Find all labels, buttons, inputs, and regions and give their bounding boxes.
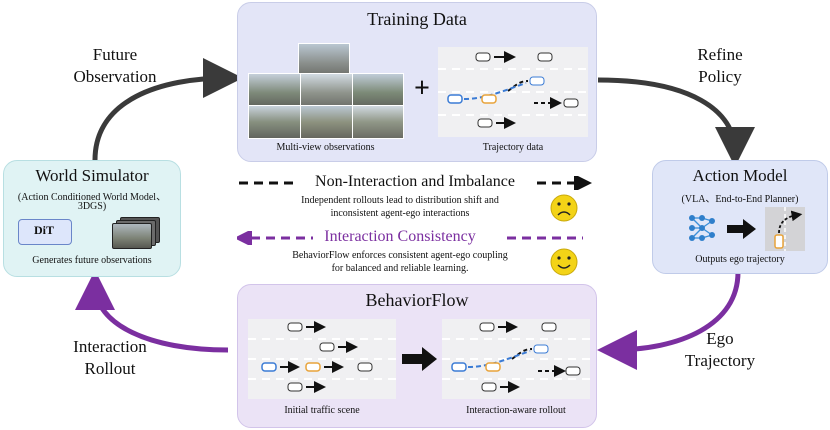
world-simulator-caption: Generates future observations — [32, 255, 152, 266]
trajectory-data-caption: Trajectory data — [482, 142, 544, 153]
camera-view-image — [248, 73, 302, 109]
action-model-subtitle: (VLA、End-to-End Planner) — [681, 194, 799, 205]
ego-trajectory-line1: Ego — [706, 329, 734, 348]
refine-policy-arrow — [597, 77, 755, 167]
agent-car-icon — [305, 362, 321, 372]
camera-view-image — [300, 105, 354, 139]
training-data-panel: Training Data + Multi-view observations … — [237, 2, 597, 162]
car-icon — [475, 52, 491, 62]
interaction-rollout-line2: Rollout — [84, 359, 136, 378]
action-model-title: Action Model — [692, 166, 788, 185]
dit-label: DiT — [33, 223, 54, 237]
ego-car-icon — [774, 234, 784, 249]
ego-trajectory-label: Ego Trajectory — [670, 328, 770, 372]
dit-box — [18, 219, 72, 245]
car-icon — [529, 76, 545, 86]
world-simulator-title: World Simulator — [35, 166, 149, 185]
camera-view-image — [300, 73, 354, 109]
multi-view-caption: Multi-view observations — [276, 142, 375, 153]
ego-trajectory-line2: Trajectory — [684, 351, 756, 370]
ego-car-icon — [451, 362, 467, 372]
behaviorflow-panel: BehaviorFlow Initial traff — [237, 284, 597, 428]
car-icon — [563, 98, 579, 108]
initial-traffic-scene-diagram — [248, 319, 396, 399]
interaction-rollout-line1: Interaction — [73, 337, 147, 356]
camera-view-image — [298, 43, 350, 77]
refine-policy-line1: Refine — [697, 45, 743, 64]
agent-car-icon — [485, 362, 501, 372]
camera-view-image — [352, 73, 404, 109]
car-icon — [533, 344, 549, 354]
happy-face-icon — [550, 248, 578, 276]
ego-trajectory-arrow — [597, 271, 741, 370]
car-icon — [287, 382, 303, 392]
car-icon — [287, 322, 303, 332]
camera-view-image — [352, 105, 404, 139]
car-icon — [537, 52, 553, 62]
non-interaction-line — [239, 176, 592, 190]
car-icon — [481, 382, 497, 392]
future-observation-arrow — [92, 58, 243, 161]
output-arrow-icon — [727, 219, 756, 239]
car-icon — [319, 342, 335, 352]
trajectory-data-diagram — [438, 47, 588, 137]
consistency-title: Interaction Consistency — [324, 228, 476, 245]
interaction-aware-rollout-caption: Interaction-aware rollout — [466, 405, 566, 416]
action-model-caption: Outputs ego trajectory — [695, 254, 785, 265]
camera-view-image — [248, 105, 302, 139]
car-icon — [357, 362, 373, 372]
transition-arrow-icon — [402, 347, 437, 371]
world-simulator-subtitle-line2: 3DGS) — [77, 201, 107, 212]
plus-sign: + — [414, 73, 430, 104]
interaction-aware-rollout-diagram — [442, 319, 590, 399]
neural-network-icon — [689, 215, 715, 241]
consistency-desc-line1: BehaviorFlow enforces consistent agent-e… — [292, 250, 508, 261]
car-icon — [479, 322, 495, 332]
world-simulator-panel: World Simulator (Action Conditioned Worl… — [3, 160, 181, 277]
car-icon — [565, 366, 581, 376]
initial-traffic-scene-caption: Initial traffic scene — [284, 405, 360, 416]
non-interaction-desc-line1: Independent rollouts lead to distributio… — [301, 195, 499, 206]
behaviorflow-title: BehaviorFlow — [365, 290, 469, 310]
consistency-line — [237, 231, 583, 245]
action-model-panel: Action Model (VLA、End-to-End Planner) Ou… — [652, 160, 828, 274]
non-interaction-desc-line2: inconsistent agent-ego interactions — [330, 208, 470, 219]
multi-view-images — [248, 43, 404, 139]
car-icon — [477, 118, 493, 128]
ego-trajectory-icon — [765, 207, 805, 251]
sad-face-icon — [550, 194, 578, 222]
future-observation-label: Future Observation — [60, 44, 170, 88]
training-data-title: Training Data — [367, 9, 467, 29]
ego-car-icon — [261, 362, 277, 372]
refine-policy-line2: Policy — [698, 67, 742, 86]
non-interaction-title: Non-Interaction and Imbalance — [315, 173, 515, 190]
world-simulator-subtitle-line1: (Action Conditioned World Model、 — [17, 192, 167, 203]
future-observation-line2: Observation — [73, 67, 157, 86]
ego-car-icon — [447, 94, 463, 104]
generated-frames-icon — [112, 217, 160, 249]
agent-car-icon — [481, 94, 497, 104]
refine-policy-label: Refine Policy — [680, 44, 760, 88]
interaction-rollout-label: Interaction Rollout — [55, 336, 165, 380]
consistency-desc-line2: for balanced and reliable learning. — [331, 263, 469, 274]
interaction-rollout-arrow — [75, 270, 229, 353]
future-observation-line1: Future — [92, 45, 138, 64]
car-icon — [541, 322, 557, 332]
